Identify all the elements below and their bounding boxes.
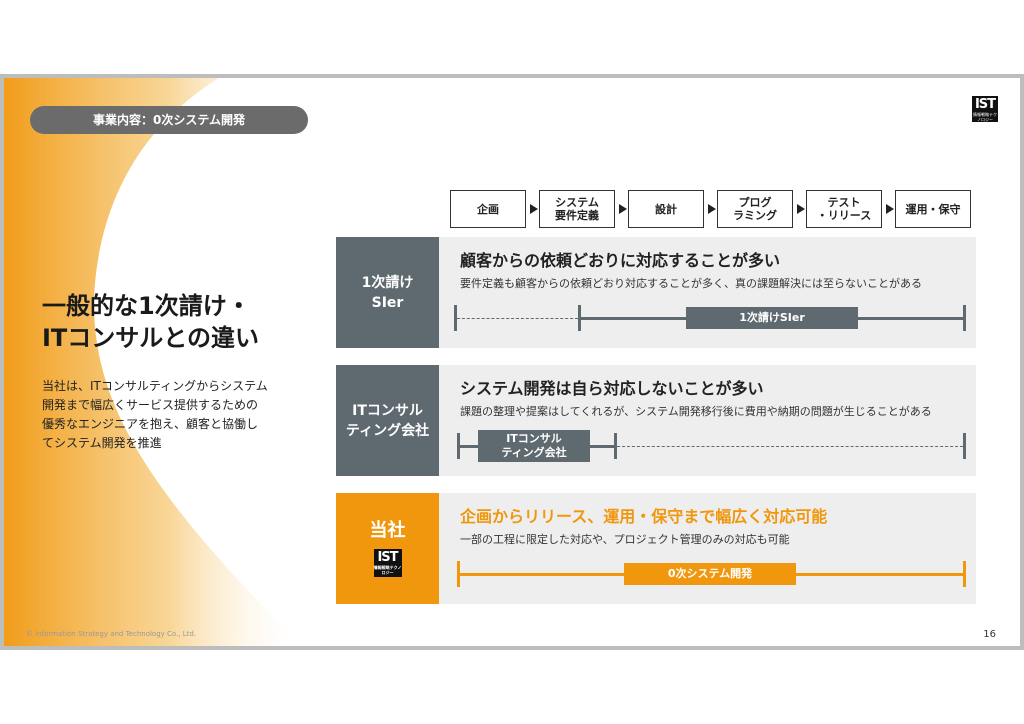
timeline-start-tick bbox=[454, 305, 457, 331]
coverage-timeline: ITコンサルティング会社 bbox=[454, 429, 966, 463]
row-label: ITコンサル ティング会社 bbox=[336, 365, 439, 476]
timeline-end-tick bbox=[963, 305, 966, 331]
section-tag: 事業内容：0次システム開発 bbox=[30, 106, 308, 134]
row-label-line: 1次請け bbox=[361, 274, 414, 291]
description-line: 当社は、ITコンサルティングからシステム bbox=[42, 379, 268, 393]
step-label: ラミング bbox=[733, 209, 777, 222]
description-line: 開発まで幅広くサービス提供するための bbox=[42, 398, 259, 412]
comparison-row-it-consulting: ITコンサル ティング会社 システム開発は自ら対応しないことが多い 課題の整理や… bbox=[336, 365, 976, 476]
process-steps: 企画 システム要件定義 設計 プログラミング テスト・リリース 運用・保守 bbox=[450, 190, 975, 230]
page-number: 16 bbox=[983, 629, 996, 640]
row-subtitle: 要件定義も顧客からの依頼どおり対応することが多く、真の課題解決には至らないことが… bbox=[460, 277, 922, 290]
logo-subtext: 情報戦略テクノロジー bbox=[973, 112, 997, 122]
page-headline: 一般的な1次請け・ ITコンサルとの違い bbox=[42, 290, 259, 354]
step-test-release: テスト・リリース bbox=[806, 190, 882, 228]
step-label: ・リリース bbox=[816, 209, 872, 222]
comparison-row-sier: 1次請け SIer 顧客からの依頼どおりに対応することが多い 要件定義も顧客から… bbox=[336, 237, 976, 348]
coverage-bar-label: 0次システム開発 bbox=[667, 567, 753, 580]
row-label-line: ITコンサル bbox=[352, 402, 423, 419]
coverage-bar-label: 1次請けSIer bbox=[739, 311, 805, 324]
step-operations: 運用・保守 bbox=[895, 190, 971, 228]
step-label: 企画 bbox=[477, 202, 499, 216]
timeline-end-tick bbox=[963, 561, 966, 587]
step-label: プログ bbox=[738, 196, 772, 209]
row-title: 顧客からの依頼どおりに対応することが多い bbox=[460, 251, 781, 270]
slide: 事業内容：0次システム開発 IST 情報戦略テクノロジー 一般的な1次請け・ I… bbox=[0, 74, 1024, 650]
row-label: 1次請け SIer bbox=[336, 237, 439, 348]
row-title: 企画からリリース、運用・保守まで幅広く対応可能 bbox=[460, 507, 828, 526]
arrow-right-icon bbox=[619, 204, 627, 214]
coverage-bar: ITコンサルティング会社 bbox=[478, 430, 590, 462]
arrow-right-icon bbox=[708, 204, 716, 214]
step-label: 設計 bbox=[655, 202, 677, 216]
arrow-right-icon bbox=[886, 204, 894, 214]
timeline-uncovered bbox=[617, 446, 963, 447]
timeline-mid-tick bbox=[614, 433, 617, 459]
row-label-line: ティング会社 bbox=[345, 422, 430, 439]
row-label-line: 当社 bbox=[369, 519, 406, 541]
step-label: 要件定義 bbox=[555, 209, 599, 222]
orange-swoosh-decoration bbox=[4, 78, 303, 646]
step-label: 運用・保守 bbox=[905, 202, 961, 216]
step-label: システム bbox=[555, 196, 599, 209]
ist-logo: IST 情報戦略テクノロジー bbox=[972, 96, 998, 122]
step-design: 設計 bbox=[628, 190, 704, 228]
step-planning: 企画 bbox=[450, 190, 526, 228]
coverage-timeline: 1次請けSIer bbox=[454, 301, 966, 335]
timeline-uncovered bbox=[457, 318, 578, 319]
description-line: てシステム開発を推進 bbox=[42, 436, 162, 450]
row-title: システム開発は自ら対応しないことが多い bbox=[460, 379, 764, 398]
coverage-bar: 0次システム開発 bbox=[624, 563, 796, 585]
row-label: 当社 IST 情報戦略テクノロジー bbox=[336, 493, 439, 604]
comparison-row-our-company: 当社 IST 情報戦略テクノロジー 企画からリリース、運用・保守まで幅広く対応可… bbox=[336, 493, 976, 604]
copyright-footer: © Information Strategy and Technology Co… bbox=[26, 630, 197, 638]
timeline-start-tick bbox=[457, 561, 460, 587]
coverage-timeline: 0次システム開発 bbox=[454, 557, 966, 591]
arrow-right-icon bbox=[530, 204, 538, 214]
logo-text: IST bbox=[377, 549, 398, 565]
description-line: 優秀なエンジニアを抱え、顧客と協働し bbox=[42, 417, 259, 431]
headline-line-2: ITコンサルとの違い bbox=[42, 324, 260, 352]
timeline-mid-tick bbox=[578, 305, 581, 331]
timeline-start-tick bbox=[457, 433, 460, 459]
coverage-bar-label: ティング会社 bbox=[501, 446, 567, 459]
logo-subtext: 情報戦略テクノロジー bbox=[373, 564, 402, 575]
timeline-end-tick bbox=[963, 433, 966, 459]
description: 当社は、ITコンサルティングからシステム 開発まで幅広くサービス提供するための … bbox=[42, 377, 312, 453]
row-subtitle: 一部の工程に限定した対応や、プロジェクト管理のみの対応も可能 bbox=[460, 533, 790, 546]
ist-logo: IST 情報戦略テクノロジー bbox=[373, 548, 402, 577]
coverage-bar-label: ITコンサル bbox=[506, 432, 562, 445]
step-label: テスト bbox=[827, 196, 861, 209]
row-label-line: SIer bbox=[371, 294, 404, 311]
headline-line-1: 一般的な1次請け・ bbox=[42, 292, 251, 320]
step-programming: プログラミング bbox=[717, 190, 793, 228]
coverage-bar: 1次請けSIer bbox=[686, 307, 858, 329]
row-subtitle: 課題の整理や提案はしてくれるが、システム開発移行後に費用や納期の問題が生じること… bbox=[460, 405, 932, 418]
arrow-right-icon bbox=[797, 204, 805, 214]
logo-text: IST bbox=[974, 97, 996, 112]
step-requirements: システム要件定義 bbox=[539, 190, 615, 228]
